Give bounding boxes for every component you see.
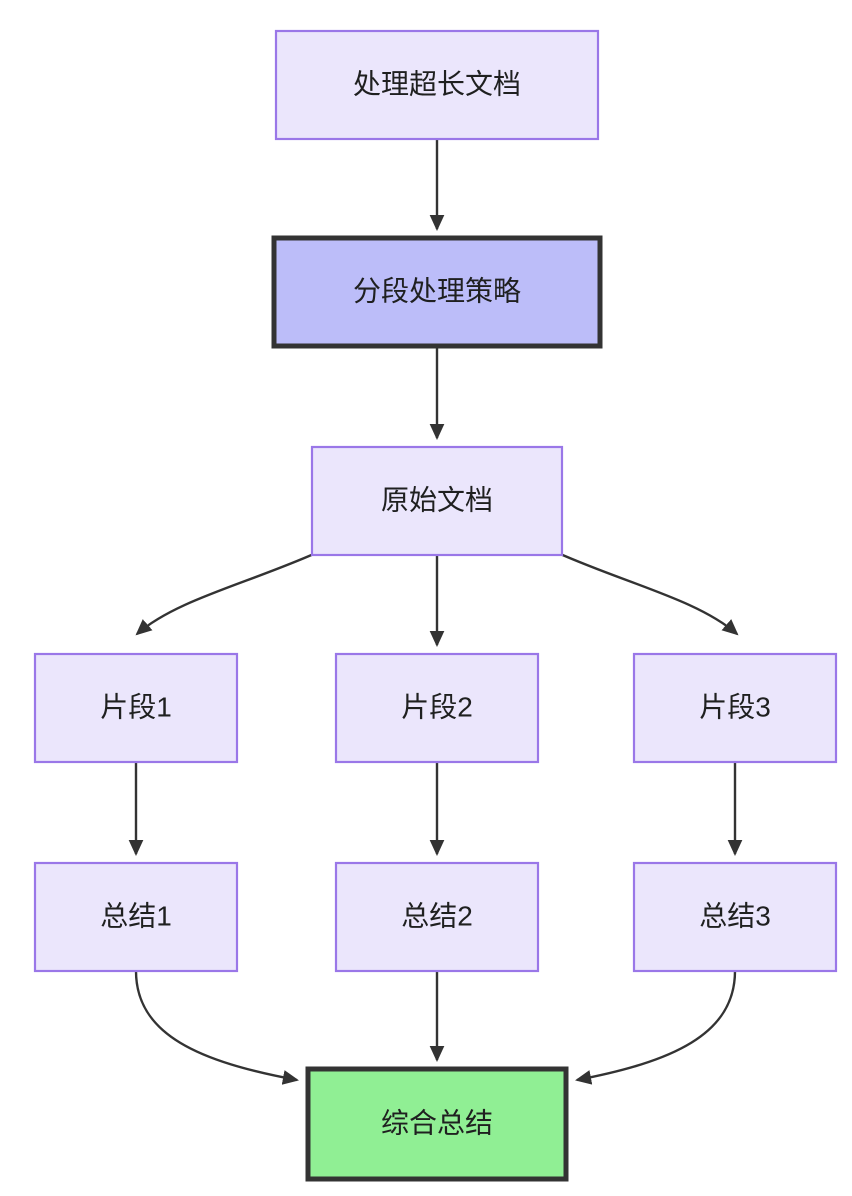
node-label-n1: 处理超长文档: [353, 68, 521, 99]
node-box-n1[interactable]: [274, 29, 600, 141]
node-n9[interactable]: 总结3: [632, 861, 838, 973]
node-box-n6[interactable]: [632, 652, 838, 764]
edge-n7-to-n10: [134, 970, 299, 1085]
node-box-n7[interactable]: [33, 861, 239, 973]
node-box-n9[interactable]: [632, 861, 838, 973]
node-n4[interactable]: 片段1: [33, 652, 239, 764]
node-box-n2[interactable]: [271, 235, 603, 349]
edge-n3-to-n6: [557, 551, 739, 636]
node-label-n7: 总结1: [100, 900, 172, 931]
edge-n3-to-n4: [135, 551, 317, 636]
node-box-n10[interactable]: [305, 1066, 569, 1182]
node-box-n4[interactable]: [33, 652, 239, 764]
node-label-n5: 片段2: [401, 691, 473, 722]
node-n7[interactable]: 总结1: [33, 861, 239, 973]
node-box-n3[interactable]: [310, 445, 564, 557]
node-n3[interactable]: 原始文档: [310, 445, 564, 557]
node-label-n8: 总结2: [401, 900, 473, 931]
node-box-n5[interactable]: [334, 652, 540, 764]
node-n2[interactable]: 分段处理策略: [271, 235, 603, 349]
node-label-n9: 总结3: [699, 900, 771, 931]
node-n5[interactable]: 片段2: [334, 652, 540, 764]
edge-n9-to-n10: [575, 970, 737, 1085]
node-n10[interactable]: 综合总结: [305, 1066, 569, 1182]
node-n8[interactable]: 总结2: [334, 861, 540, 973]
edges-layer: [128, 139, 743, 1085]
node-label-n10: 综合总结: [381, 1107, 493, 1138]
node-label-n4: 片段1: [100, 691, 172, 722]
node-label-n3: 原始文档: [381, 484, 493, 515]
node-n1[interactable]: 处理超长文档: [274, 29, 600, 141]
node-n6[interactable]: 片段3: [632, 652, 838, 764]
node-box-n8[interactable]: [334, 861, 540, 973]
node-label-n6: 片段3: [699, 691, 771, 722]
node-label-n2: 分段处理策略: [353, 275, 521, 306]
